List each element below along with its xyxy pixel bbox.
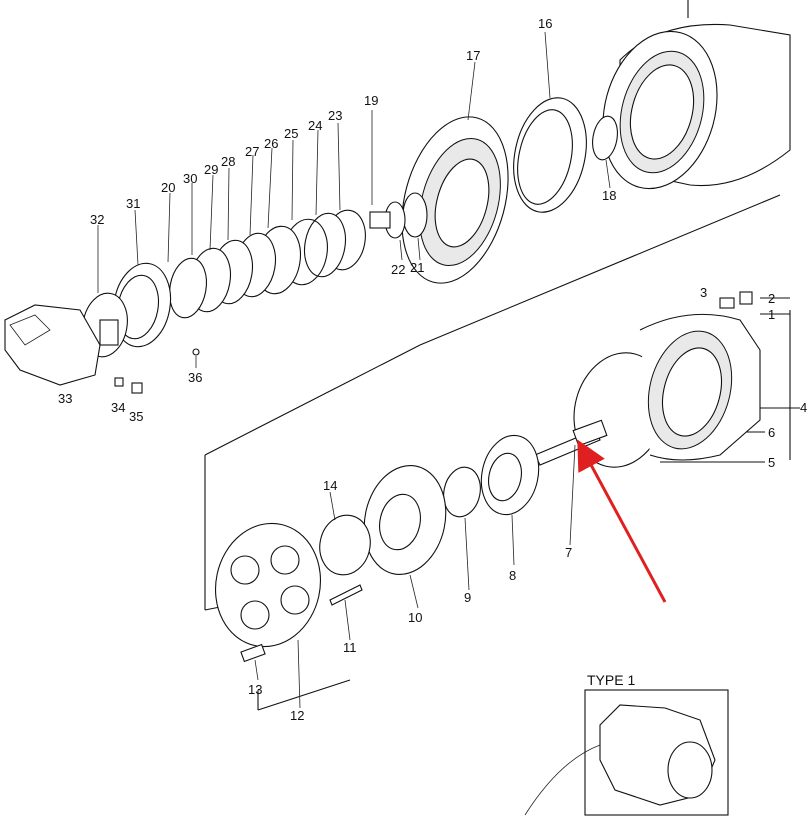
callout-27: 27 [245, 144, 259, 159]
callout-10: 10 [408, 610, 422, 625]
part-21-22-gear [369, 192, 428, 239]
callout-23: 23 [328, 108, 342, 123]
drive-housing [602, 23, 791, 190]
callout-28: 28 [221, 154, 235, 169]
callout-3: 3 [700, 285, 707, 300]
callout-12: 12 [290, 708, 304, 723]
panel-frame [204, 0, 800, 711]
callout-32: 32 [90, 212, 104, 227]
callout-24: 24 [308, 118, 322, 133]
callout-25: 25 [284, 126, 298, 141]
parts-4-5-ring-gear [573, 313, 761, 468]
callout-13: 13 [248, 682, 262, 697]
part-33-motor [4, 304, 119, 386]
callout-31: 31 [126, 196, 140, 211]
callout-8: 8 [509, 568, 516, 583]
callout-36: 36 [188, 370, 202, 385]
callout-1: 1 [768, 307, 775, 322]
callout-19: 19 [364, 93, 378, 108]
part-18-ring [592, 115, 618, 161]
callout-17: 17 [466, 48, 480, 63]
callout-26: 26 [264, 136, 278, 151]
callout-4: 4 [800, 400, 807, 415]
callout-14: 14 [323, 478, 337, 493]
callout-21: 21 [410, 260, 424, 275]
callout-2: 2 [768, 291, 775, 306]
part-10-carrier [363, 465, 447, 575]
small-bolts [114, 291, 753, 394]
part-11-bolt [329, 584, 363, 606]
callout-11: 11 [343, 640, 357, 655]
part-13-pin [240, 643, 266, 663]
callout-33: 33 [58, 391, 72, 406]
callout-34: 34 [111, 400, 125, 415]
inset-title: TYPE 1 [587, 672, 635, 688]
part-16-seal [513, 97, 587, 213]
callout-16: 16 [538, 16, 552, 31]
callout-labels: 1 2 3 4 5 6 7 8 9 10 11 12 13 14 16 17 1… [58, 16, 807, 723]
callout-30: 30 [183, 171, 197, 186]
leader-lines [97, 31, 611, 709]
callout-7: 7 [565, 545, 572, 560]
callout-18: 18 [602, 188, 616, 203]
highlight-arrow [577, 439, 667, 603]
part-8-carrier [480, 434, 540, 516]
callout-9: 9 [464, 590, 471, 605]
callout-5: 5 [768, 455, 775, 470]
callout-29: 29 [204, 162, 218, 177]
part-17-hub [401, 116, 509, 284]
parts-28-30-rings [168, 239, 254, 319]
type-1-inset: TYPE 1 [524, 672, 729, 816]
callout-20: 20 [161, 180, 175, 195]
callout-6: 6 [768, 425, 775, 440]
part-9-gear [443, 466, 481, 518]
part-14-gear [319, 514, 371, 576]
callout-35: 35 [129, 409, 143, 424]
callout-22: 22 [391, 262, 405, 277]
part-12-planet-carrier [214, 522, 322, 648]
